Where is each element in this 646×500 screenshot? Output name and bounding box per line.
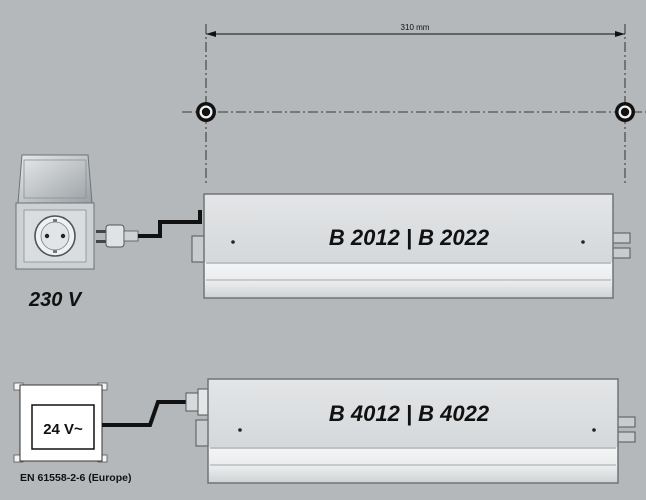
- power-outlet: [15, 154, 95, 270]
- transformer-voltage-label: 24 V~: [43, 421, 83, 438]
- dimension-label: 310 mm: [401, 23, 430, 32]
- power-cable: [138, 210, 202, 238]
- bottom-unit: B 4012 | B 4022: [195, 378, 636, 484]
- top-unit: B 2012 | B 2022: [191, 193, 631, 299]
- dimension-arrow-left: [206, 31, 216, 37]
- bottom-unit-label: B 4012 | B 4022: [329, 401, 490, 426]
- outlet-voltage-label: 230 V: [28, 289, 83, 311]
- dimension-annotation: 310 mm: [182, 23, 646, 185]
- top-unit-label: B 2012 | B 2022: [329, 225, 490, 250]
- mounting-hole-right: [615, 102, 635, 122]
- mounting-hole-left: [196, 102, 216, 122]
- dimension-arrow-right: [615, 31, 625, 37]
- power-plug: [96, 224, 139, 248]
- low-voltage-cable: [102, 400, 188, 427]
- transformer: [13, 382, 108, 463]
- cable-connector: [185, 388, 211, 416]
- outlet-lid: [17, 154, 93, 204]
- transformer-standard-label: EN 61558-2-6 (Europe): [20, 472, 131, 484]
- transformer-label-frame: [31, 404, 95, 450]
